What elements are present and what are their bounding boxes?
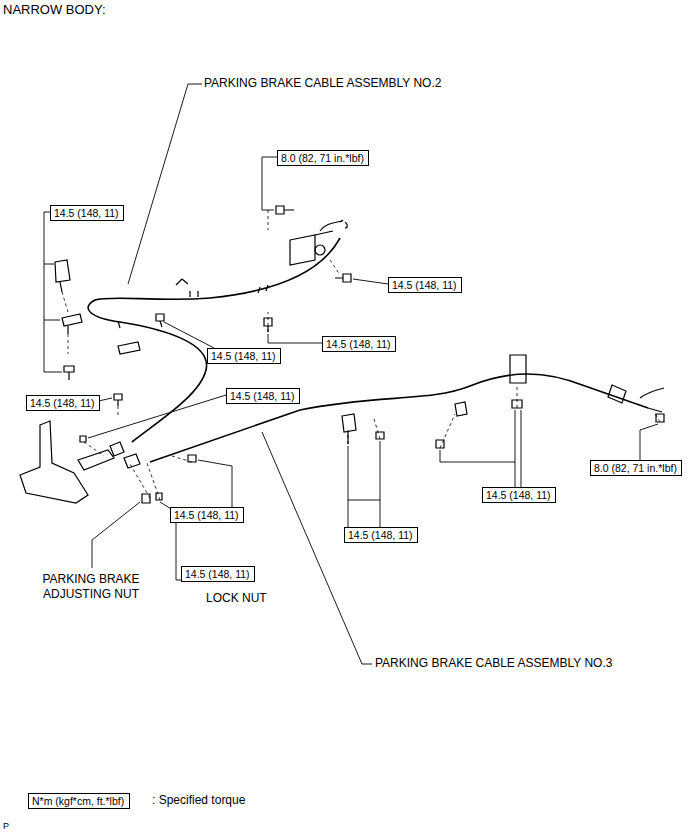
torque-box: 14.5 (148, 11) bbox=[26, 395, 100, 411]
torque-box: 14.5 (148, 11) bbox=[322, 336, 396, 352]
torque-value: 14.5 (148, 11) bbox=[392, 279, 458, 291]
part-label: : Specified torque bbox=[151, 793, 246, 808]
part-label: PARKING BRAKE ADJUSTING NUT bbox=[28, 572, 154, 602]
torque-value: 14.5 (148, 11) bbox=[486, 489, 552, 501]
torque-value: 14.5 (148, 11) bbox=[326, 338, 392, 350]
part-label: P bbox=[2, 820, 10, 832]
torque-value: 8.0 (82, 71 in.*lbf) bbox=[594, 462, 678, 474]
torque-box: 8.0 (82, 71 in.*lbf) bbox=[277, 150, 369, 166]
torque-value: 14.5 (148, 11) bbox=[54, 207, 120, 219]
torque-value: 14.5 (148, 11) bbox=[230, 390, 296, 402]
torque-box: 14.5 (148, 11) bbox=[181, 566, 255, 582]
torque-box: 8.0 (82, 71 in.*lbf) bbox=[590, 460, 682, 476]
torque-box: 14.5 (148, 11) bbox=[170, 507, 244, 523]
diagram-title: NARROW BODY: bbox=[3, 2, 106, 18]
torque-box: 14.5 (148, 11) bbox=[226, 388, 300, 404]
torque-value: 14.5 (148, 11) bbox=[211, 350, 277, 362]
part-label: PARKING BRAKE CABLE ASSEMBLY NO.2 bbox=[203, 76, 442, 91]
torque-value: 14.5 (148, 11) bbox=[185, 568, 251, 580]
part-label: PARKING BRAKE CABLE ASSEMBLY NO.3 bbox=[374, 656, 613, 671]
torque-value: 14.5 (148, 11) bbox=[348, 529, 414, 541]
torque-value: 8.0 (82, 71 in.*lbf) bbox=[281, 152, 365, 164]
torque-box: N*m (kgf*cm, ft.*lbf) bbox=[28, 793, 130, 809]
torque-value: 14.5 (148, 11) bbox=[30, 397, 96, 409]
torque-box: 14.5 (148, 11) bbox=[482, 487, 556, 503]
torque-value: N*m (kgf*cm, ft.*lbf) bbox=[32, 795, 126, 807]
torque-box: 14.5 (148, 11) bbox=[50, 205, 124, 221]
torque-box: 14.5 (148, 11) bbox=[344, 527, 418, 543]
torque-value: 14.5 (148, 11) bbox=[174, 509, 240, 521]
torque-box: 14.5 (148, 11) bbox=[207, 348, 281, 364]
part-label: LOCK NUT bbox=[205, 591, 268, 606]
torque-box: 14.5 (148, 11) bbox=[388, 277, 462, 293]
